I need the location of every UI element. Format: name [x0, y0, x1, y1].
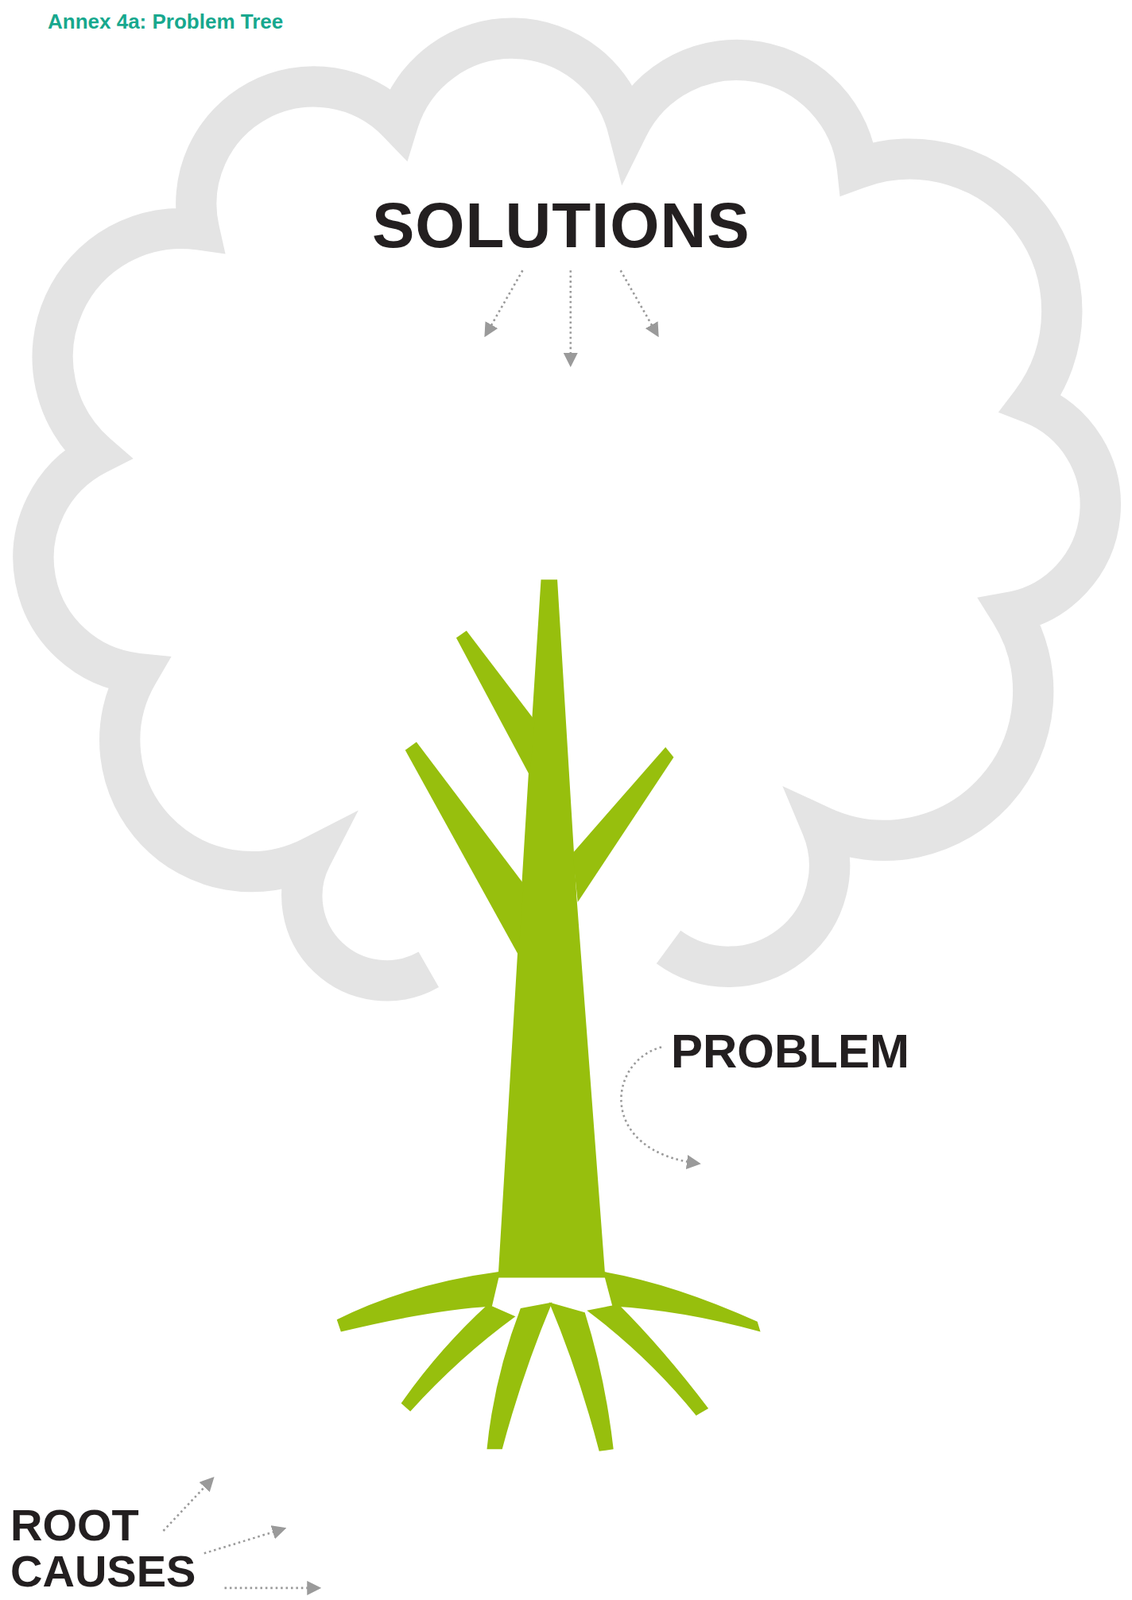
cloud-heading: SOLUTIONS	[372, 189, 751, 263]
problem-label: PROBLEM	[670, 1025, 989, 1078]
tree-shape	[337, 579, 761, 1452]
cloud-outline	[0, 0, 1132, 1002]
cloud-node: SOLUTIONS	[0, 0, 1132, 1002]
page-title: Annex 4a: Problem Tree	[47, 9, 283, 35]
root-causes-label: ROOT CAUSES	[10, 1502, 210, 1595]
dotted-arrows	[162, 270, 698, 1589]
